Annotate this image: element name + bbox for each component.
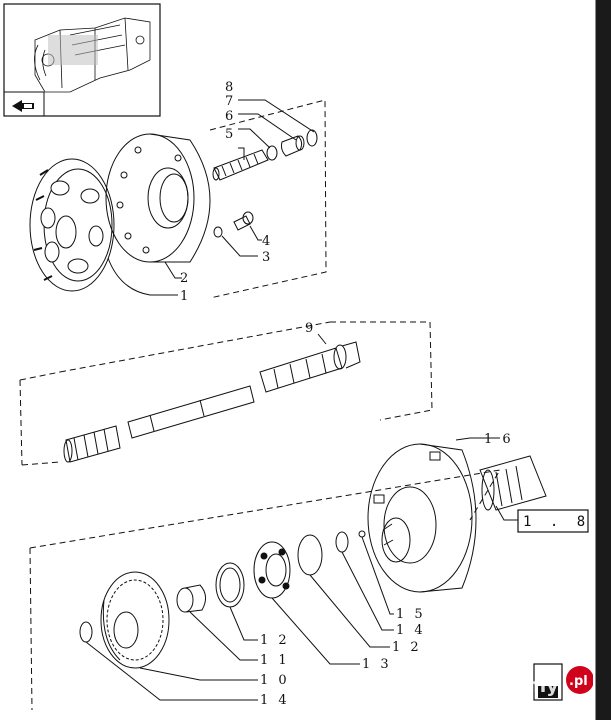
overview-thumbnail[interactable] bbox=[3, 3, 161, 117]
callout-13: 1 3 bbox=[362, 657, 392, 672]
callout-1: 1 bbox=[180, 289, 191, 304]
callout-3: 3 bbox=[262, 250, 273, 265]
navigation-arrow-icon[interactable] bbox=[12, 100, 34, 112]
callout-9: 9 bbox=[305, 321, 316, 336]
reference-label: 1 . 8 0 . bbox=[523, 514, 611, 530]
spur-gear bbox=[100, 571, 170, 669]
callout-15: 1 5 bbox=[396, 607, 426, 622]
callout-7: 7 bbox=[225, 94, 236, 109]
callout-8: 8 bbox=[225, 80, 236, 95]
carrier-cover-plate bbox=[105, 133, 211, 263]
planet-carrier-assembly bbox=[29, 158, 115, 292]
callout-6: 6 bbox=[225, 109, 236, 124]
callout-14a: 1 4 bbox=[396, 623, 426, 638]
page-corner-icon[interactable] bbox=[533, 663, 563, 701]
ball bbox=[358, 530, 366, 538]
washer bbox=[213, 226, 223, 238]
bearing-bush bbox=[176, 584, 206, 613]
output-shaft-ref bbox=[479, 455, 547, 511]
snap-ring-small bbox=[306, 129, 318, 147]
snap-ring bbox=[335, 531, 349, 553]
callout-14b: 1 4 bbox=[260, 693, 290, 708]
callout-12b: 1 2 bbox=[260, 633, 290, 648]
watermark-tld: .pl bbox=[569, 674, 588, 689]
cap-screw bbox=[233, 211, 254, 231]
callout-11: 1 1 bbox=[260, 653, 290, 668]
splined-sun-shaft bbox=[212, 149, 269, 181]
callout-4: 4 bbox=[262, 234, 273, 249]
callout-16: 1 6 bbox=[484, 432, 514, 447]
circlip-small bbox=[79, 621, 93, 643]
bush-part bbox=[281, 135, 305, 157]
planet-carrier-group bbox=[29, 99, 327, 299]
ring-gear-carrier bbox=[367, 443, 477, 593]
long-shaft bbox=[63, 341, 361, 463]
callout-2: 2 bbox=[180, 271, 191, 286]
long-shaft-group bbox=[19, 321, 433, 466]
right-edge-strip bbox=[593, 0, 611, 720]
watermark: Sprzedajemy .pl bbox=[420, 666, 594, 697]
seal-ring bbox=[266, 145, 278, 161]
watermark-brand: Sprzedajemy bbox=[420, 675, 559, 697]
callout-10: 1 0 bbox=[260, 673, 290, 688]
watermark-badge bbox=[566, 666, 594, 694]
bearing-cage bbox=[253, 541, 291, 599]
callout-12a: 1 2 bbox=[392, 640, 422, 655]
callout-5: 5 bbox=[225, 127, 236, 142]
reference-box[interactable] bbox=[517, 509, 589, 533]
retaining-ring bbox=[297, 534, 323, 576]
lower-gear-group bbox=[29, 437, 547, 711]
callout-labels: 1 2 3 4 5 6 7 8 9 1 6 1 5 1 4 1 2 1 3 1 … bbox=[180, 80, 514, 708]
